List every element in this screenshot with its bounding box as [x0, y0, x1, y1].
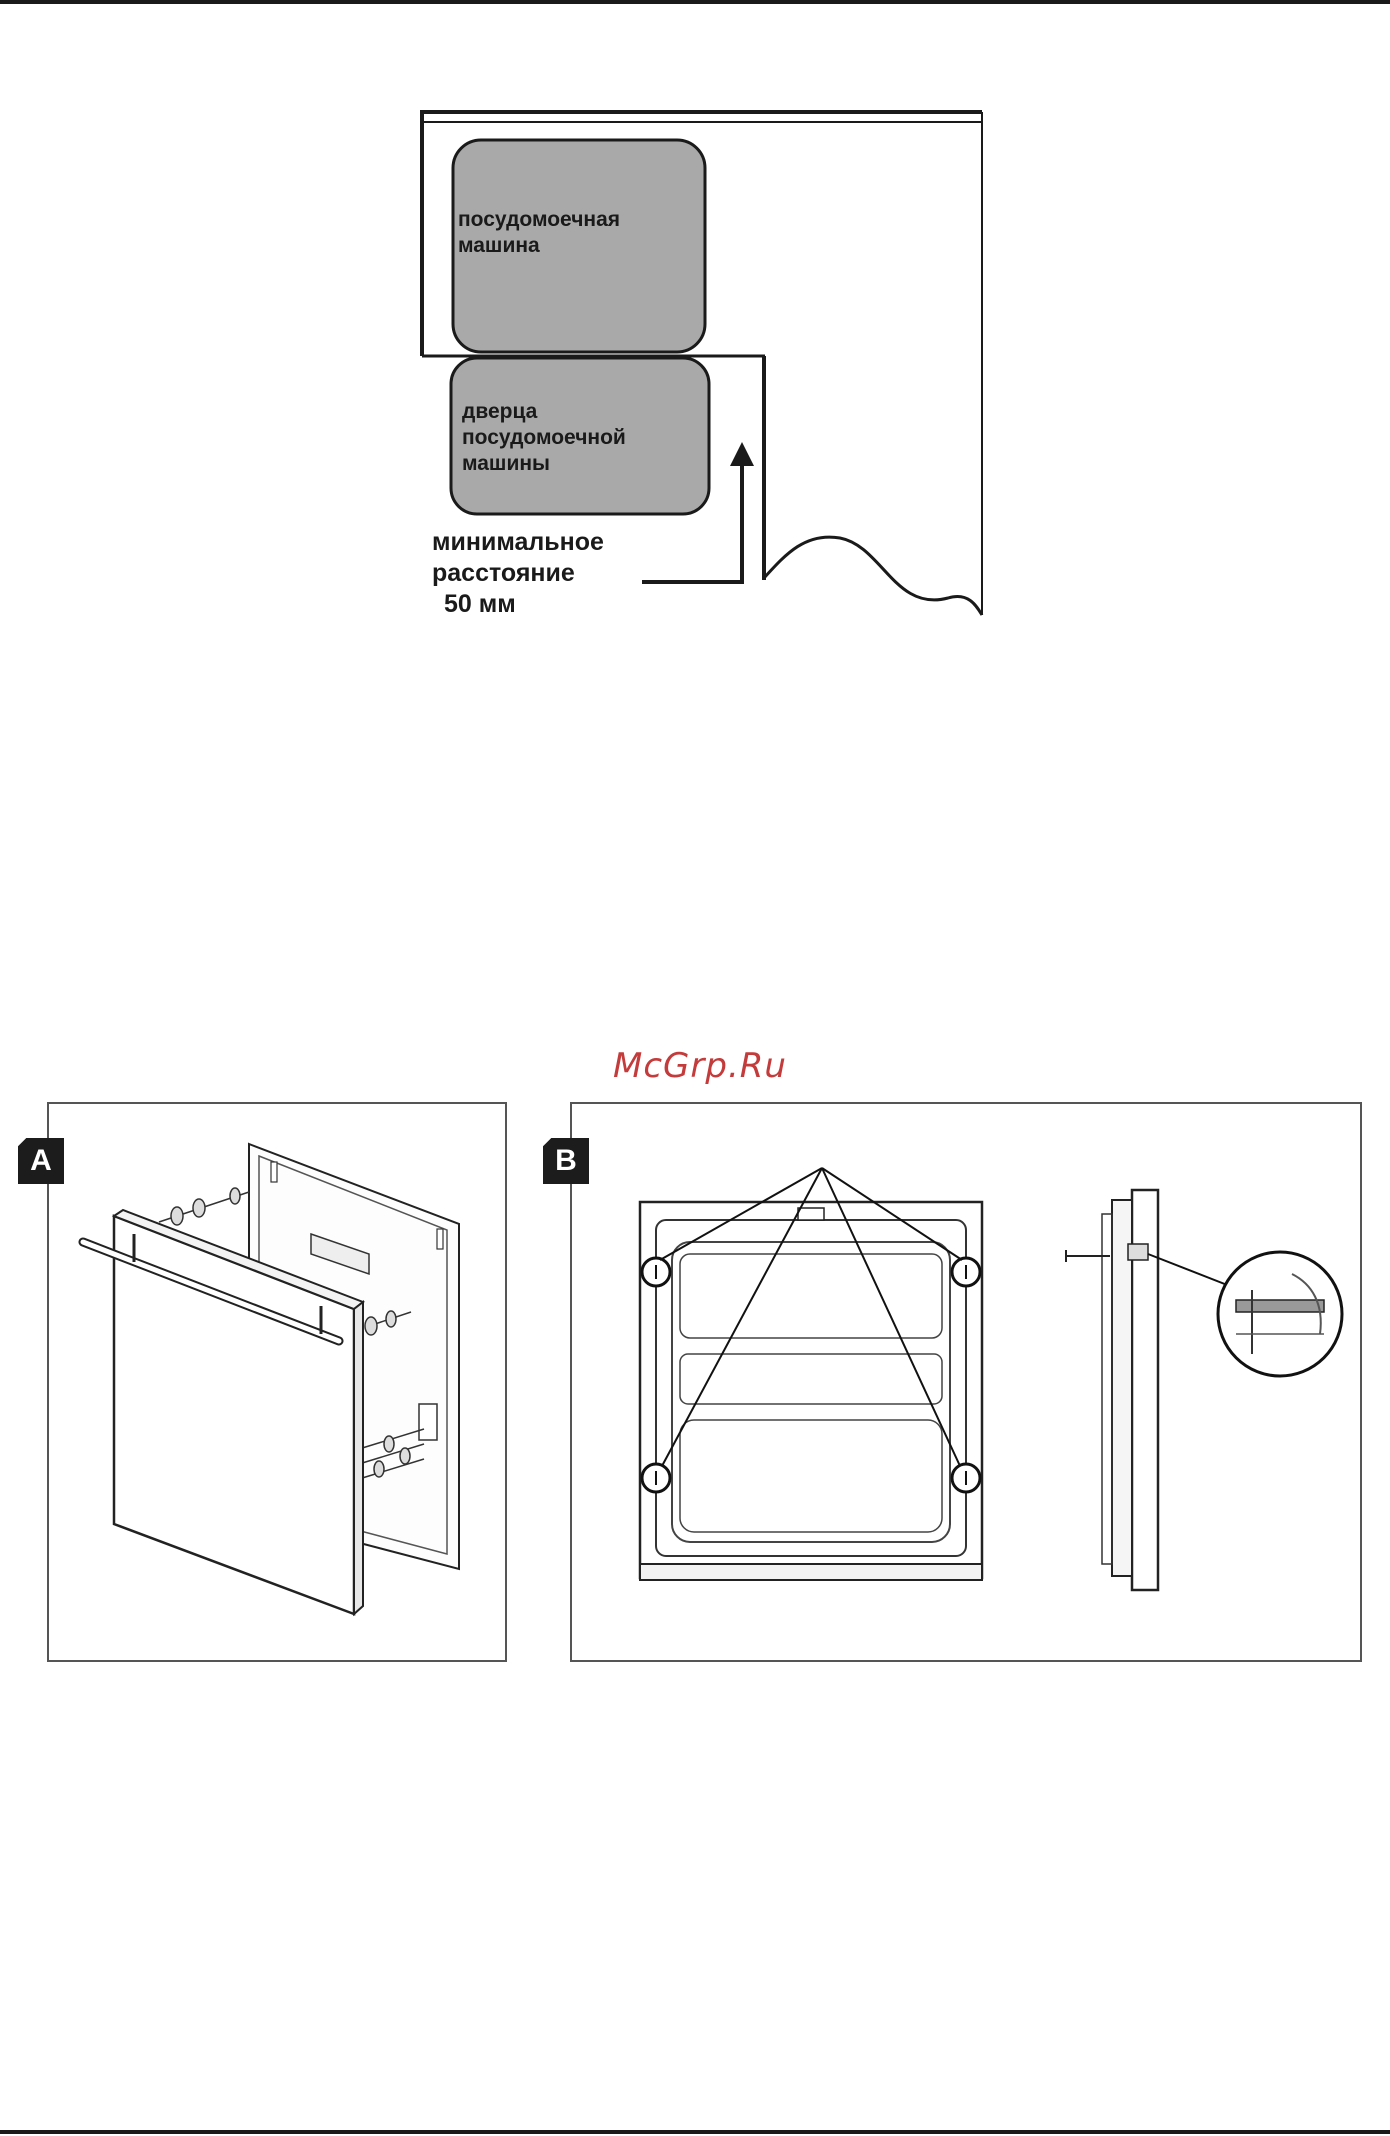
panel-b-illustration — [572, 1104, 1360, 1660]
side-view-inner-edge — [1102, 1214, 1112, 1564]
clearance-diagram: посудомоечная машина дверца посудомоечно… — [400, 100, 1000, 630]
side-view-screw-point — [1128, 1244, 1148, 1260]
door-label-line2: посудомоечной — [462, 426, 626, 449]
door-label-line3: машины — [462, 452, 550, 475]
top-right-slot — [437, 1229, 443, 1249]
clearance-diagram-svg: посудомоечная машина дверца посудомоечно… — [400, 100, 1000, 630]
watermark-text: McGrp.Ru — [560, 1046, 840, 1086]
distance-label-line3: 50 мм — [444, 590, 516, 618]
dishwasher-label-line1: посудомоечная — [458, 208, 620, 231]
door-back-outer — [640, 1202, 982, 1578]
magnified-detail-circle — [1218, 1252, 1342, 1376]
top-rule — [0, 0, 1390, 4]
distance-label-line2: расстояние — [432, 559, 575, 587]
door-top-latch — [798, 1208, 824, 1220]
dishwasher-label-line2: машина — [458, 234, 540, 257]
distance-label-line1: минимальное — [432, 528, 604, 556]
panel-b-screw-positions — [570, 1102, 1362, 1662]
door-bottom-strip — [640, 1564, 982, 1580]
door-label-line1: дверца — [462, 400, 538, 423]
front-panel-side-edge — [354, 1302, 363, 1614]
hinge-bracket — [419, 1404, 437, 1440]
top-left-slot — [271, 1162, 277, 1182]
cabinet-door-curve — [764, 537, 982, 615]
panel-a-installation — [47, 1102, 507, 1662]
arrow-head-icon — [730, 442, 754, 466]
panel-a-illustration — [49, 1104, 505, 1660]
detail-screw-body — [1236, 1300, 1324, 1312]
bottom-rule — [0, 2130, 1390, 2134]
panel-b-badge: B — [543, 1138, 589, 1184]
panel-a-badge: A — [18, 1138, 64, 1184]
